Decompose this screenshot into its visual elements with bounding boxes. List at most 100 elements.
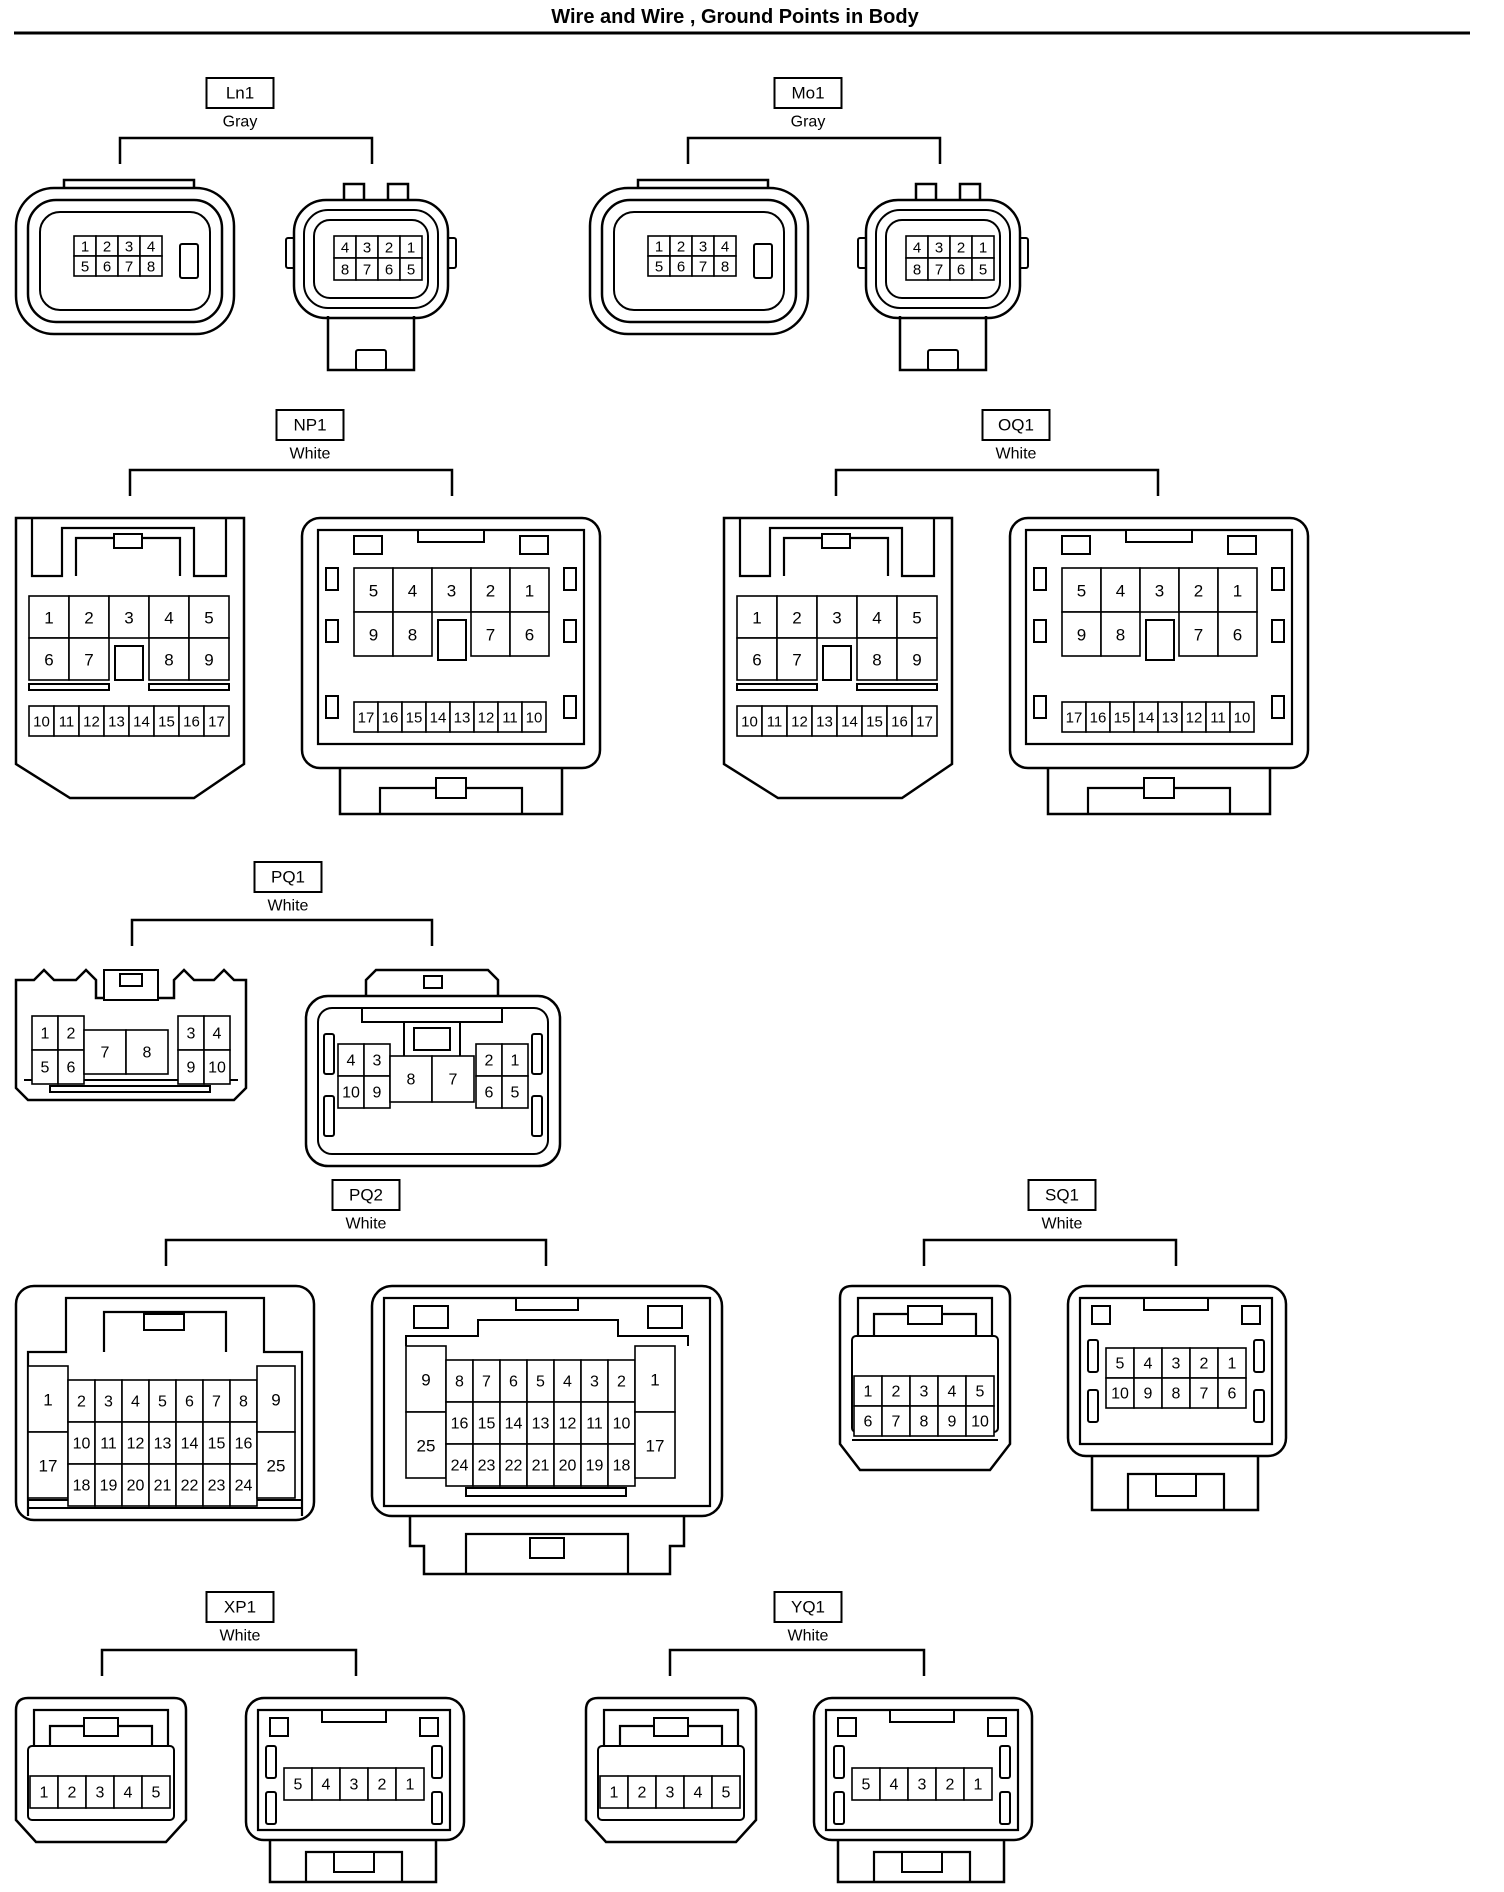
pin-number: 15 [406,710,423,727]
pin-cell [229,1379,258,1423]
pin-number: 2 [1194,582,1203,601]
housing-outline [353,535,383,555]
housing-detail [338,768,564,816]
pin-number: 11 [586,1416,603,1433]
pin-number: 5 [655,259,663,276]
pin-cell [526,1401,555,1445]
connector-id-box [331,1179,401,1211]
pin-cell [851,1767,881,1801]
pin-cell [470,611,511,657]
pin-cell [108,595,150,639]
housing-outline [269,1717,289,1737]
pin-cell [392,611,433,657]
key-slot [114,645,144,681]
connector-color: White [220,1628,261,1645]
pin-cell [139,255,163,277]
pin-number: 8 [239,1394,248,1411]
pin-cell [363,1075,391,1109]
pin-number: 8 [407,1072,416,1089]
housing-detail [408,1516,686,1576]
pin-number: 5 [81,259,89,276]
pin-number: 10 [73,1436,91,1453]
housing-outline [515,1297,579,1311]
pin-number: 24 [235,1478,253,1495]
housing-detail [914,182,982,200]
latch-tab [653,1717,689,1737]
housing-outline [647,1305,683,1329]
pin-number: 12 [559,1416,577,1433]
pin-cell [203,1049,231,1085]
pin-number: 1 [81,239,89,256]
pin-number: 2 [68,1785,77,1802]
connector-id: Ln1 [226,84,254,103]
pin-cell [31,1049,59,1085]
pin-cell [683,1775,713,1809]
pin-cell [68,637,110,681]
pin-cell [177,1049,205,1085]
pin-cell [853,1405,883,1437]
pin-number: 3 [918,1777,927,1794]
pin-number: 17 [1066,710,1083,727]
housing-outline [833,1791,845,1825]
pin-cell [125,1029,169,1075]
pin-cell [425,701,451,733]
key-slot [822,645,852,681]
pin-number: 4 [694,1785,703,1802]
pin-cell [580,1359,609,1403]
pin-cell [1133,1377,1163,1409]
pin-cell [175,1379,204,1423]
pin-number: 4 [872,609,881,628]
pin-number: 8 [1116,626,1125,645]
housing-detail [382,1296,712,1508]
pin-cell [553,1401,582,1445]
pin-cell [1217,567,1258,613]
connector-bracket [834,468,1160,496]
pin-number: 4 [347,1053,356,1070]
pin-number: 9 [369,626,378,645]
pin-number: 8 [872,651,881,670]
pin-number: 2 [1200,1356,1209,1373]
latch-tab [113,533,143,549]
housing-outline [1087,1339,1099,1373]
pin-cell [121,1421,150,1465]
pin-number: 5 [1077,582,1086,601]
pin-number: 10 [526,710,543,727]
housing-outline [431,1791,443,1825]
connector-color: White [290,446,331,463]
pin-cell [627,1775,657,1809]
pin-number: 1 [44,609,53,628]
pin-cell [599,1775,629,1809]
key-slot [437,619,467,661]
housing-outline [1143,1297,1209,1311]
pin-number: 6 [385,262,393,279]
housing-outline [265,1745,277,1779]
pin-cell [475,1075,503,1109]
connector-color: White [1042,1216,1083,1233]
pin-number: 16 [451,1416,469,1433]
pin-number: 10 [208,1060,226,1077]
pin-number: 13 [454,710,471,727]
pin-cell [1189,1347,1219,1379]
housing-outline [423,975,443,989]
housing-outline [833,1745,845,1779]
pin-cell [283,1767,313,1801]
pin-number: 4 [890,1777,899,1794]
pin-number: 3 [1155,582,1164,601]
connector-id-box [773,1591,843,1623]
connector-bracket [164,1238,548,1266]
pin-number: 6 [752,651,761,670]
connector-bracket [130,918,434,946]
pin-number: 4 [721,239,729,256]
pin-number: 8 [164,651,173,670]
pin-number: 3 [935,240,943,257]
pin-cell [881,1405,911,1437]
pin-number: 8 [913,262,921,279]
housing-outline [119,973,143,987]
pin-number: 7 [84,651,93,670]
